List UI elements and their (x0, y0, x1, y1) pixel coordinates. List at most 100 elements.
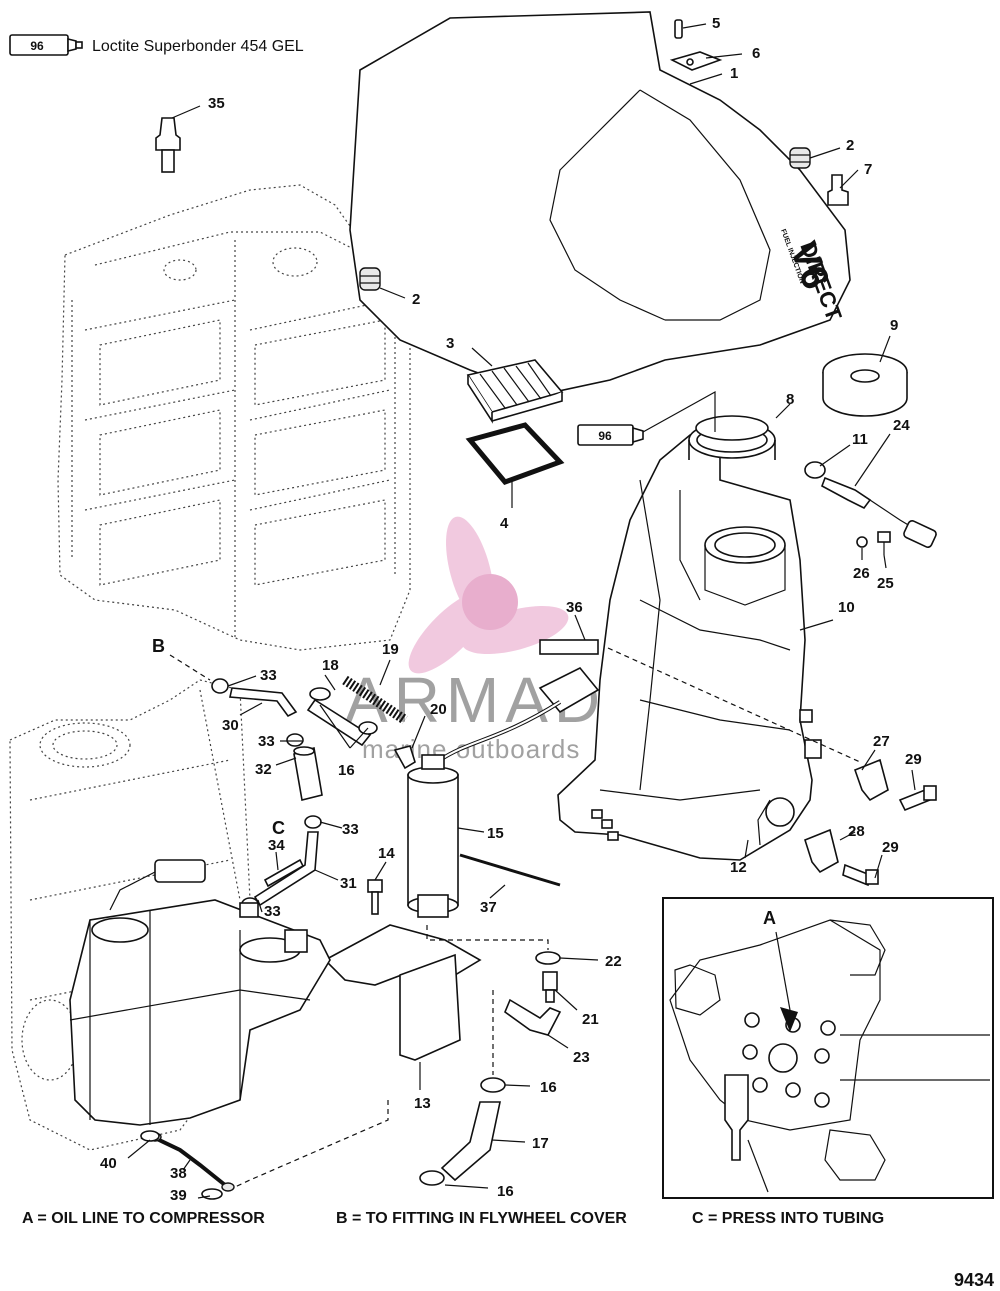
propeller-logo-icon (408, 516, 569, 674)
callout-33: 33 (258, 733, 275, 750)
fitting-21 (542, 971, 558, 1003)
spring-19 (342, 675, 408, 725)
caption-a: A = OIL LINE TO COMPRESSOR (22, 1210, 265, 1227)
callout-2: 2 (846, 137, 854, 154)
callout-33: 33 (260, 667, 277, 684)
detail-inset (662, 897, 994, 1199)
callout-40: 40 (100, 1155, 117, 1172)
callout-22: 22 (605, 953, 622, 970)
callout-39: 39 (170, 1187, 187, 1204)
sensor-24 (804, 461, 937, 548)
callout-19: 19 (382, 641, 399, 658)
bracket-13 (323, 924, 482, 1061)
clamp-33-low (304, 815, 322, 829)
loctite-tube-icon: 96 (9, 34, 83, 56)
callout-35: 35 (208, 95, 225, 112)
engine-block-outline (57, 184, 411, 651)
callout-29: 29 (882, 839, 899, 856)
clamp-16-bottom (419, 1170, 445, 1186)
tube-code: 96 (30, 39, 44, 53)
clamp-16-lower (480, 1077, 506, 1093)
watermark-tagline: marine outboards (362, 734, 580, 764)
fitting-35 (155, 117, 181, 173)
fitting-34 (263, 858, 305, 888)
callout-2: 2 (412, 291, 420, 308)
clamp-28 (804, 828, 839, 874)
callout-33: 33 (342, 821, 359, 838)
clip-6 (669, 51, 723, 71)
callout-29: 29 (905, 751, 922, 768)
callout-17: 17 (532, 1135, 549, 1152)
figure-number: 9434 (954, 1270, 994, 1290)
callout-12: 12 (730, 859, 747, 876)
callout-14: 14 (378, 845, 395, 862)
callout-numbers: 5 6 1 2 7 35 2 9 3 8 11 24 4 26 25 36 10… (100, 15, 922, 1204)
marker-b: B (152, 636, 165, 656)
callout-34: 34 (268, 837, 285, 854)
callout-13: 13 (414, 1095, 431, 1112)
callout-10: 10 (838, 599, 855, 616)
hose-18 (306, 687, 372, 747)
washer-40 (140, 1130, 160, 1142)
fuel-pump-15 (407, 754, 459, 918)
caption-c: C = PRESS INTO TUBING (692, 1210, 884, 1227)
callout-32: 32 (255, 761, 272, 778)
marker-c: C (272, 818, 285, 838)
grommet-2-left (359, 267, 381, 291)
callout-33: 33 (264, 903, 281, 920)
callout-8: 8 (786, 391, 794, 408)
loctite-tube-in-diagram: 96 (577, 424, 644, 446)
callout-16: 16 (338, 762, 355, 779)
callout-24: 24 (893, 417, 910, 434)
seal-9 (822, 353, 908, 417)
arrow-a-icon (780, 1007, 798, 1032)
screw-29-top (898, 785, 937, 812)
callout-30: 30 (222, 717, 239, 734)
marker-a: A (763, 908, 776, 928)
dashed-connectors (169, 647, 861, 1188)
callout-15: 15 (487, 825, 504, 842)
callout-11: 11 (852, 431, 868, 448)
fuel-rail-assembly (69, 859, 331, 1126)
captions: A = OIL LINE TO COMPRESSOR B = TO FITTIN… (22, 1210, 884, 1227)
legend-text: Loctite Superbonder 454 GEL (92, 38, 304, 55)
callout-21: 21 (582, 1011, 599, 1028)
fitting-14 (367, 879, 383, 915)
callout-23: 23 (573, 1049, 590, 1066)
callout-3: 3 (446, 335, 454, 352)
clamp-33-mid (286, 733, 304, 747)
vapor-separator-10 (557, 421, 822, 861)
svg-text:96: 96 (598, 429, 612, 443)
fitting-7 (827, 174, 849, 206)
caption-b: B = TO FITTING IN FLYWHEEL COVER (336, 1210, 627, 1227)
hose-17 (440, 1101, 501, 1182)
filter-3 (466, 359, 564, 424)
gasket-4 (465, 422, 565, 485)
callout-26: 26 (853, 565, 870, 582)
callout-28: 28 (848, 823, 865, 840)
callout-36: 36 (566, 599, 583, 616)
filter-32 (293, 746, 323, 801)
callout-20: 20 (430, 701, 447, 718)
rod-37 (459, 853, 561, 887)
elbow-23 (504, 998, 562, 1036)
hose-30 (229, 687, 298, 718)
callout-7: 7 (864, 161, 872, 178)
label-36 (539, 639, 599, 655)
callout-37: 37 (480, 899, 497, 916)
ring-8 (695, 415, 769, 441)
washer-39 (201, 1188, 223, 1200)
screw-29-bottom (842, 863, 879, 887)
clamp-27 (853, 758, 889, 802)
elbow-20 (393, 745, 416, 770)
flywheel-cover: DIRECT FUEL INJECTION V6 (349, 11, 851, 396)
grommet-2-top (789, 147, 811, 169)
callout-9: 9 (890, 317, 898, 334)
ground-wire-38 (148, 1132, 235, 1192)
callout-31: 31 (340, 875, 357, 892)
callout-5: 5 (712, 15, 720, 32)
clamp-33-top (211, 678, 229, 694)
screw-25-washer-26 (856, 531, 891, 555)
callout-25: 25 (877, 575, 894, 592)
